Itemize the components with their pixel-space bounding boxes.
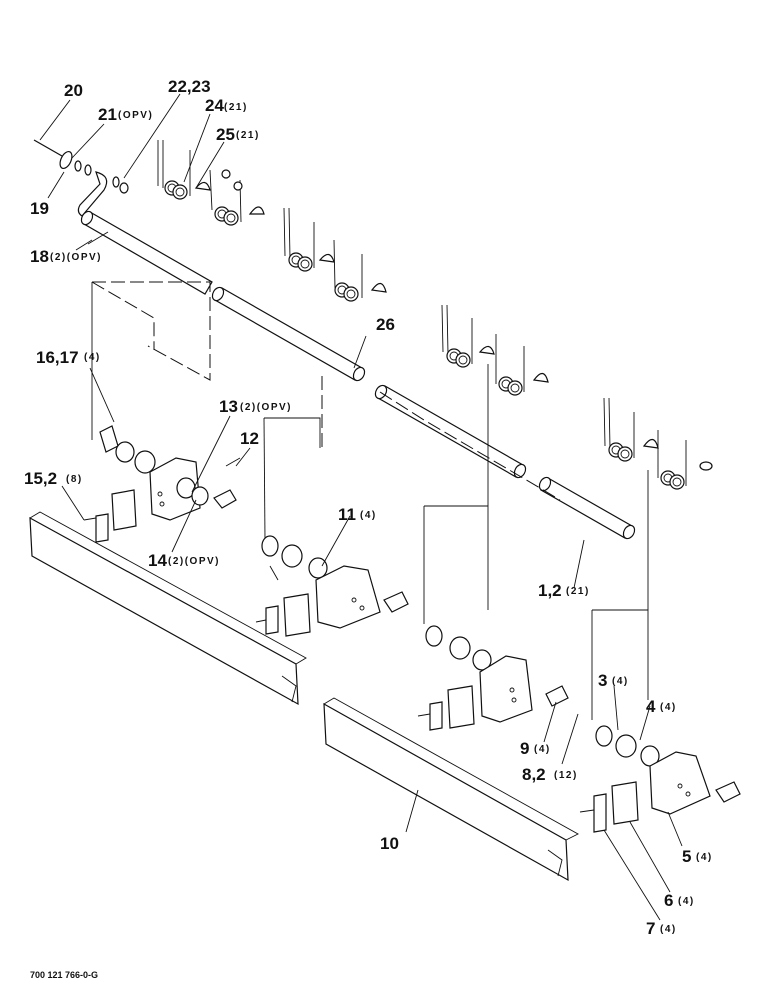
svg-text:(2)(OPV): (2)(OPV): [168, 556, 220, 567]
callout-12: 12: [240, 429, 259, 448]
svg-text:14: 14: [148, 551, 167, 570]
svg-text:10: 10: [380, 834, 399, 853]
channel-right: [323, 697, 579, 882]
tube-end-hardware: [33, 139, 129, 245]
tine-group-4: [603, 397, 713, 490]
callout-25: 25 (21): [216, 125, 260, 144]
tine-group-1: [157, 140, 265, 226]
svg-text:(21): (21): [236, 130, 260, 141]
callout-22-23: 22,23: [168, 77, 211, 96]
svg-text:22,23: 22,23: [168, 77, 211, 96]
callout-6: 6 (4): [664, 891, 695, 910]
svg-text:1,2: 1,2: [538, 581, 562, 600]
svg-text:9: 9: [520, 739, 529, 758]
svg-text:(4): (4): [678, 896, 695, 907]
svg-text:18: 18: [30, 247, 49, 266]
callout-10: 10: [380, 834, 399, 853]
callout-14: 14 (2)(OPV): [148, 551, 220, 570]
svg-text:(12): (12): [554, 770, 578, 781]
bracket-assembly-4: [579, 725, 741, 833]
svg-text:(4): (4): [660, 924, 677, 935]
callout-19: 19: [30, 199, 49, 218]
callout-7: 7 (4): [646, 919, 677, 938]
callout-26: 26: [376, 315, 395, 334]
svg-text:6: 6: [664, 891, 673, 910]
callout-3: 3 (4): [598, 671, 629, 690]
callout-8-2: 8,2 (12): [522, 765, 578, 784]
callout-5: 5 (4): [682, 847, 713, 866]
svg-text:13: 13: [219, 397, 238, 416]
svg-text:8,2: 8,2: [522, 765, 546, 784]
svg-text:7: 7: [646, 919, 655, 938]
callout-16-17: 16,17 (4): [36, 348, 101, 367]
leader-lines: [39, 93, 683, 921]
figure-id: 700 121 766-0-G: [30, 970, 98, 980]
bracket-assembly-2: [255, 535, 409, 637]
callout-13: 13 (2)(OPV): [219, 397, 292, 416]
callout-9: 9 (4): [520, 739, 551, 758]
svg-text:(4): (4): [612, 676, 629, 687]
svg-text:21: 21: [98, 105, 117, 124]
svg-text:24: 24: [205, 96, 224, 115]
bracket-assembly-1: [83, 425, 241, 543]
bracket-assembly-3: [417, 625, 569, 731]
tine-tube-shaft: [80, 210, 636, 540]
callout-18: 18 (2)(OPV): [30, 247, 102, 266]
svg-text:15,2: 15,2: [24, 469, 57, 488]
svg-text:(4): (4): [534, 744, 551, 755]
svg-text:(4): (4): [360, 510, 377, 521]
tine-group-2: [283, 207, 387, 302]
channel-left: [29, 511, 307, 706]
callout-4: 4 (4): [646, 697, 677, 716]
svg-text:25: 25: [216, 125, 235, 144]
callout-1-2: 1,2 (21): [538, 581, 590, 600]
svg-text:(4): (4): [696, 852, 713, 863]
svg-text:(2)(OPV): (2)(OPV): [240, 402, 292, 413]
callout-15-2: 15,2 (8): [24, 469, 83, 488]
callout-24: 24 (21): [205, 96, 248, 115]
callout-21: 21 (OPV): [98, 105, 153, 124]
svg-text:(21): (21): [566, 586, 590, 597]
assembly-guide-lines: [91, 281, 649, 720]
svg-text:11: 11: [338, 505, 356, 524]
svg-text:26: 26: [376, 315, 395, 334]
svg-text:(OPV): (OPV): [118, 110, 153, 121]
svg-text:4: 4: [646, 697, 656, 716]
svg-text:16,17: 16,17: [36, 348, 79, 367]
svg-text:(2)(OPV): (2)(OPV): [50, 252, 102, 263]
callout-11: 11 (4): [338, 505, 377, 524]
svg-text:(4): (4): [84, 352, 101, 363]
callout-number: 20: [64, 81, 83, 100]
tine-group-3: [441, 304, 549, 396]
svg-text:19: 19: [30, 199, 49, 218]
svg-text:(4): (4): [660, 702, 677, 713]
svg-text:3: 3: [598, 671, 607, 690]
callout-20: 20: [64, 81, 83, 100]
svg-text:12: 12: [240, 429, 259, 448]
svg-text:5: 5: [682, 847, 691, 866]
svg-text:(21): (21): [224, 102, 248, 113]
svg-text:(8): (8): [66, 474, 83, 485]
